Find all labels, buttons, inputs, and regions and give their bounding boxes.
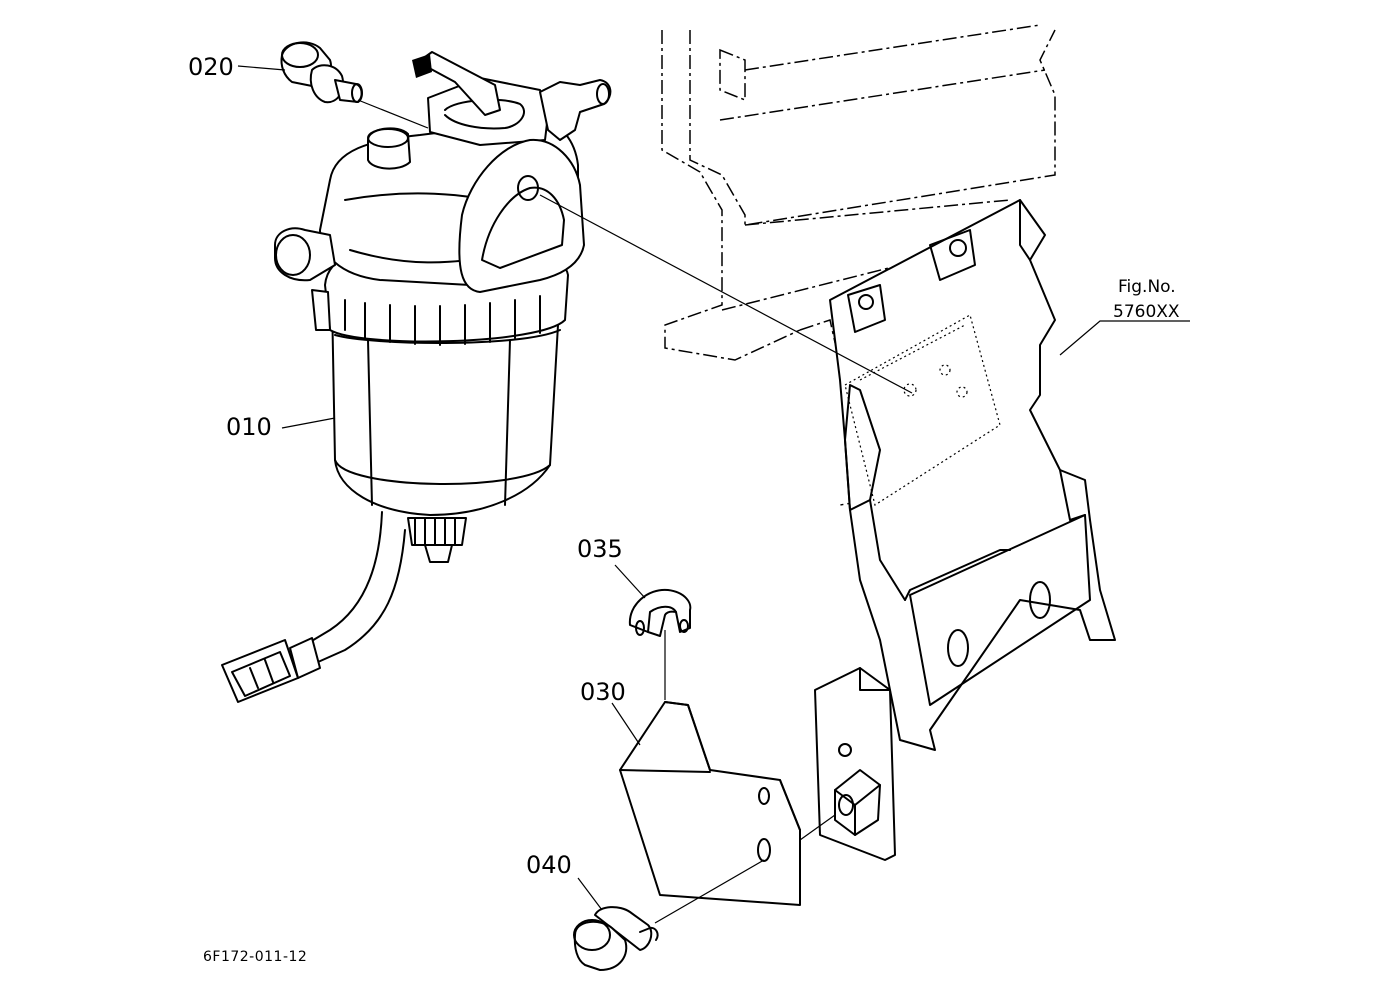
fig-no-value: 5760XX [1113, 302, 1180, 322]
callout-leaders [237, 65, 1190, 911]
mounting-bracket-assembly [829, 199, 1116, 751]
part-035-clip [628, 588, 692, 637]
part-020-banjo-bolt [280, 41, 363, 104]
assembly-projection-lines [357, 99, 913, 924]
part-010-fuel-filter [221, 51, 612, 703]
fig-no-label: Fig.No. [1118, 277, 1176, 297]
label-035: 035 [577, 535, 623, 563]
weld-plate-with-nut [814, 667, 896, 861]
label-030: 030 [580, 678, 626, 706]
label-040: 040 [526, 851, 572, 879]
label-010: 010 [226, 413, 272, 441]
part-040-bolt [573, 906, 659, 971]
part-030-bracket [619, 701, 801, 906]
drawing-code: 6F172-011-12 [203, 949, 307, 965]
label-020: 020 [188, 53, 234, 81]
